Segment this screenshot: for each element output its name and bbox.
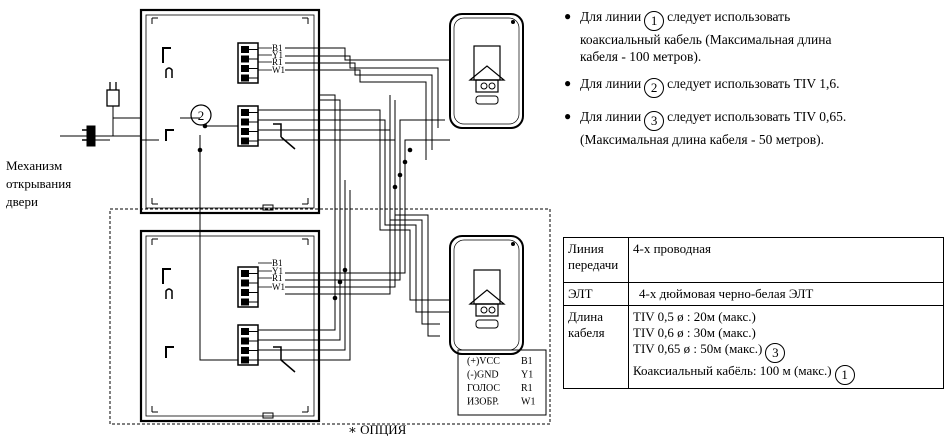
spec-row-cable-length: Длина кабеля TIV 0,5 ø : 20м (макс.) TIV…: [563, 305, 944, 389]
spec-row-transmission: Линия передачи 4-х проводная: [563, 237, 944, 283]
junction-dot: [397, 172, 403, 178]
line-number-circle: 2: [644, 78, 665, 98]
spec-key: ЭЛТ: [563, 282, 629, 306]
wire: [258, 139, 440, 337]
door-station-1: [449, 13, 524, 129]
junction-dot: [202, 123, 208, 129]
junction-dot: [402, 159, 408, 165]
wire: [258, 94, 336, 331]
legend-code: Y1: [521, 370, 533, 381]
spec-value: 4-х проводная: [628, 237, 944, 283]
door-mechanism-label: двери: [6, 194, 38, 209]
terminal-label: W1: [272, 282, 285, 292]
terminal-label: Y1: [272, 50, 283, 60]
bullet-icon: ●: [564, 9, 572, 23]
junction-dot: [392, 184, 398, 190]
terminal-label: W1: [272, 65, 285, 75]
wire: [258, 129, 440, 325]
spec-key: Линия передачи: [563, 237, 629, 283]
legend-box: [457, 349, 547, 416]
line-number-2: 2: [198, 108, 205, 123]
junction-dot: [407, 147, 413, 153]
wire: [258, 109, 450, 301]
line-number-circle: 1: [834, 365, 855, 385]
line-number-circle: 3: [765, 343, 786, 363]
option-frame: [109, 208, 551, 425]
terminal-block: [237, 324, 259, 366]
spec-key: Длина кабеля: [563, 305, 629, 389]
wire: [285, 139, 450, 274]
door-station-2: [449, 235, 524, 355]
wire: [285, 69, 427, 160]
terminal-label: Y1: [272, 266, 283, 276]
wire: [285, 62, 433, 150]
wire: [258, 190, 351, 361]
legend-code: W1: [521, 397, 535, 408]
wire: [285, 55, 439, 128]
door-mechanism-label: открывания: [6, 176, 71, 191]
terminal-label: B1: [272, 43, 283, 53]
junction-dot: [342, 267, 348, 273]
bullet-icon: ●: [564, 76, 572, 90]
door-mechanism-label: Механизм: [6, 158, 62, 173]
line-number-circle: 1: [644, 11, 665, 31]
terminal-block: [237, 42, 259, 84]
wire: [258, 99, 341, 341]
wire: [258, 119, 450, 313]
legend-signal: ГОЛОС: [467, 383, 500, 394]
legend-code: B1: [521, 356, 533, 367]
legend-signal: (-)GND: [467, 370, 499, 381]
monitor-2: [139, 229, 321, 423]
bullet-icon: ●: [564, 109, 572, 123]
option-label: ∗ ОПЦИЯ: [348, 422, 407, 436]
monitor-1: [139, 8, 321, 215]
spec-value: 4-х дюймовая черно-белая ЭЛТ: [628, 282, 944, 306]
legend-signal: (+)VCC: [467, 356, 500, 367]
legend-signal: ИЗОБР.: [467, 397, 499, 408]
wire: [258, 180, 346, 351]
spec-row-crt: ЭЛТ 4-х дюймовая черно-белая ЭЛТ: [563, 282, 944, 306]
wiring-diagram: B1Y1R1W1B1Y1R1W12Механизмоткрываниядвери…: [6, 8, 551, 436]
spec-value: TIV 0,5 ø : 20м (макс.) TIV 0,6 ø : 30м …: [628, 305, 944, 389]
junction-dot: [337, 279, 343, 285]
junction-dot: [332, 295, 338, 301]
wire: [285, 47, 450, 61]
junction-dot: [197, 147, 203, 153]
line-number-circle: 3: [644, 111, 665, 131]
wire: [285, 95, 391, 295]
wire: [199, 135, 238, 361]
terminal-label: R1: [272, 273, 283, 283]
wire: [285, 119, 445, 281]
terminal-label: R1: [272, 57, 283, 67]
wire: [285, 100, 396, 288]
legend-code: R1: [521, 383, 533, 394]
terminal-label: B1: [272, 258, 283, 268]
spec-table: Линия передачи 4-х проводная ЭЛТ 4-х дюй…: [563, 237, 944, 389]
